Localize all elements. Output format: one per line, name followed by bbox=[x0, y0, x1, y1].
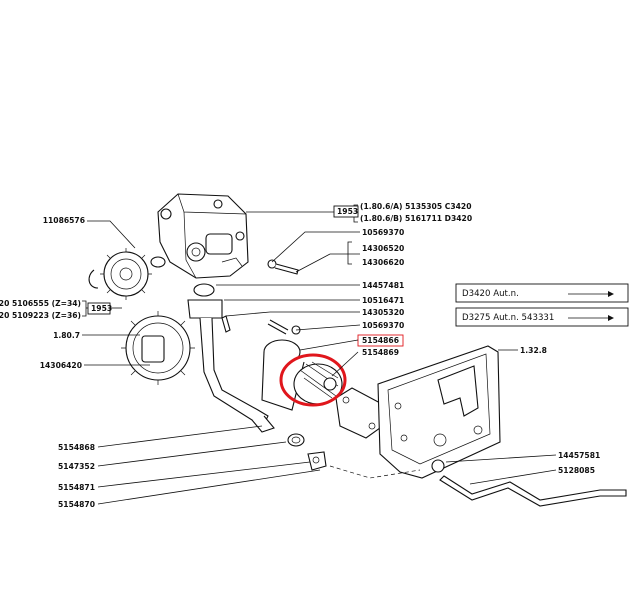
label-14306620: 14306620 bbox=[362, 258, 404, 267]
reference-text-1: D3420 Aut.n. bbox=[462, 289, 519, 299]
label-5154870: 5154870 bbox=[58, 500, 95, 509]
ref-box-1953-top bbox=[333, 205, 359, 218]
oil-pan bbox=[377, 345, 501, 479]
reference-box-2: D3275 Aut.n. 543331 bbox=[455, 307, 629, 327]
label-z34: 20 5106555 (Z=34) bbox=[0, 299, 81, 308]
small-fittings bbox=[287, 433, 421, 479]
label-1807: 1.80.7 bbox=[53, 331, 80, 340]
drain-pipe bbox=[431, 459, 627, 507]
label-5154866: 5154866 bbox=[362, 336, 399, 345]
filter-housing bbox=[261, 339, 343, 411]
label-14306520: 14306520 bbox=[362, 244, 404, 253]
reference-box-1: D3420 Aut.n. bbox=[455, 283, 629, 303]
label-5154871: 5154871 bbox=[58, 483, 95, 492]
label-14457481: 14457481 bbox=[362, 281, 404, 290]
reference-text-2: D3275 Aut.n. 543331 bbox=[462, 313, 554, 323]
ref-box-1953-left bbox=[87, 302, 111, 315]
label-5154868: 5154868 bbox=[58, 443, 95, 452]
label-11086576: 11086576 bbox=[43, 216, 85, 225]
label-10569370-top: 10569370 bbox=[362, 228, 404, 237]
label-14457581: 14457581 bbox=[558, 451, 600, 460]
label-1953-left: 1953 bbox=[91, 304, 112, 313]
highlight-circle bbox=[279, 353, 347, 407]
gasket-plate bbox=[335, 387, 383, 439]
label-10516471: 10516471 bbox=[362, 296, 404, 305]
suction-pipe bbox=[187, 283, 275, 433]
label-pump-a: (1.80.6/A) 5135305 C3420 bbox=[360, 202, 471, 211]
label-5147352: 5147352 bbox=[58, 462, 95, 471]
label-pump-b: (1.80.6/B) 5161711 D3420 bbox=[360, 214, 472, 223]
label-5128085: 5128085 bbox=[558, 466, 595, 475]
label-14306420: 14306420 bbox=[40, 361, 82, 370]
highlight-label-box bbox=[357, 334, 404, 347]
part-labels: 11086576 20 5106555 (Z=34) 20 5109223 (Z… bbox=[0, 202, 600, 509]
drive-gear-large bbox=[121, 311, 195, 385]
oil-pump-assembly bbox=[157, 193, 249, 279]
label-5154869: 5154869 bbox=[362, 348, 399, 357]
label-1328: 1.32.8 bbox=[520, 346, 547, 355]
label-z36: 20 5109223 (Z=36) bbox=[0, 311, 81, 320]
pump-gear-small bbox=[88, 248, 166, 300]
label-14305320: 14305320 bbox=[362, 308, 404, 317]
label-1953-top: 1953 bbox=[337, 207, 358, 216]
label-10569370-mid: 10569370 bbox=[362, 321, 404, 330]
leader-lines bbox=[82, 211, 557, 505]
